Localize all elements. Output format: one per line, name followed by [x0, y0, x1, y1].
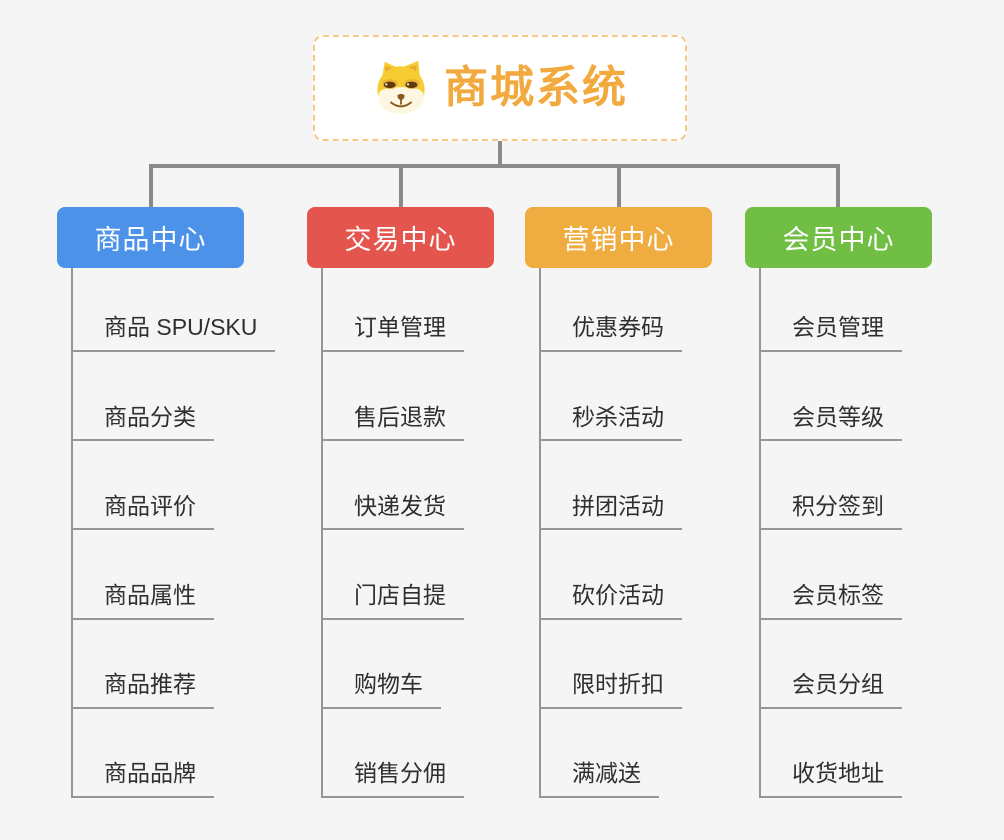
child-node[interactable]: 门店自提: [323, 582, 464, 620]
child-node-row: 优惠券码: [541, 268, 682, 352]
child-node-row: 商品 SPU/SKU: [73, 268, 276, 352]
children-member-center: 会员管理 会员等级 积分签到 会员标签 会员分组 收货地址: [759, 268, 902, 798]
child-node[interactable]: 商品评价: [73, 493, 214, 531]
child-node-row: 售后退款: [323, 352, 464, 442]
branch-label: 营销中心: [562, 225, 675, 255]
child-node[interactable]: 订单管理: [323, 314, 464, 352]
child-node-row: 商品推荐: [73, 620, 275, 709]
branch-marketing-center[interactable]: 营销中心: [525, 207, 712, 268]
child-node[interactable]: 秒杀活动: [541, 404, 682, 442]
child-node[interactable]: 限时折扣: [541, 671, 682, 709]
child-node[interactable]: 会员等级: [761, 404, 902, 442]
connector-bus: [149, 164, 840, 168]
child-node-row: 商品评价: [73, 441, 275, 531]
children-product-center: 商品 SPU/SKU 商品分类 商品评价 商品属性 商品推荐 商品品牌: [71, 268, 276, 798]
child-node[interactable]: 快递发货: [323, 493, 464, 531]
child-node[interactable]: 会员管理: [761, 314, 902, 352]
child-node[interactable]: 拼团活动: [541, 493, 682, 531]
children-marketing-center: 优惠券码 秒杀活动 拼团活动 砍价活动 限时折扣 满减送: [539, 268, 682, 798]
child-node[interactable]: 满减送: [541, 760, 659, 798]
branch-product-center[interactable]: 商品中心: [57, 207, 244, 268]
child-node[interactable]: 商品品牌: [73, 760, 214, 798]
connector-drop-2: [399, 164, 403, 207]
root-node[interactable]: 商城系统: [313, 35, 687, 141]
child-node[interactable]: 销售分佣: [323, 760, 464, 798]
child-node-row: 砍价活动: [541, 530, 682, 620]
child-node[interactable]: 会员分组: [761, 671, 902, 709]
child-node[interactable]: 会员标签: [761, 582, 902, 620]
child-node-row: 会员标签: [761, 530, 902, 620]
branch-label: 商品中心: [94, 225, 207, 255]
child-node[interactable]: 商品 SPU/SKU: [73, 314, 276, 352]
child-node-row: 限时折扣: [541, 620, 682, 709]
child-node-row: 商品属性: [73, 530, 275, 620]
connector-drop-3: [617, 164, 621, 207]
child-node-row: 拼团活动: [541, 441, 682, 531]
child-node-row: 商品分类: [73, 352, 275, 442]
child-node-row: 快递发货: [323, 441, 464, 531]
child-node-row: 收货地址: [761, 709, 902, 798]
child-node-row: 会员分组: [761, 620, 902, 709]
branch-label: 会员中心: [782, 225, 895, 255]
child-node[interactable]: 购物车: [323, 671, 441, 709]
child-node-row: 会员管理: [761, 268, 902, 352]
child-node[interactable]: 商品推荐: [73, 671, 214, 709]
child-node-row: 秒杀活动: [541, 352, 682, 442]
child-node[interactable]: 砍价活动: [541, 582, 682, 620]
child-node[interactable]: 商品分类: [73, 404, 214, 442]
child-node[interactable]: 优惠券码: [541, 314, 682, 352]
root-title: 商城系统: [444, 63, 628, 112]
child-node[interactable]: 收货地址: [761, 760, 902, 798]
children-trade-center: 订单管理 售后退款 快递发货 门店自提 购物车 销售分佣: [321, 268, 464, 798]
child-node-row: 订单管理: [323, 268, 464, 352]
child-node-row: 会员等级: [761, 352, 902, 442]
doge-icon: [377, 60, 425, 114]
connector-root-stub: [498, 141, 502, 168]
child-node-row: 商品品牌: [73, 709, 275, 798]
child-node-row: 满减送: [541, 709, 682, 798]
child-node[interactable]: 积分签到: [761, 493, 902, 531]
branch-label: 交易中心: [344, 225, 457, 255]
child-node-row: 门店自提: [323, 530, 464, 620]
branch-member-center[interactable]: 会员中心: [745, 207, 932, 268]
child-node-row: 积分签到: [761, 441, 902, 531]
child-node[interactable]: 售后退款: [323, 404, 464, 442]
connector-drop-1: [149, 164, 153, 207]
child-node[interactable]: 商品属性: [73, 582, 214, 620]
child-node-row: 购物车: [323, 620, 464, 709]
connector-drop-4: [836, 164, 840, 207]
branch-trade-center[interactable]: 交易中心: [307, 207, 494, 268]
child-node-row: 销售分佣: [323, 709, 464, 798]
